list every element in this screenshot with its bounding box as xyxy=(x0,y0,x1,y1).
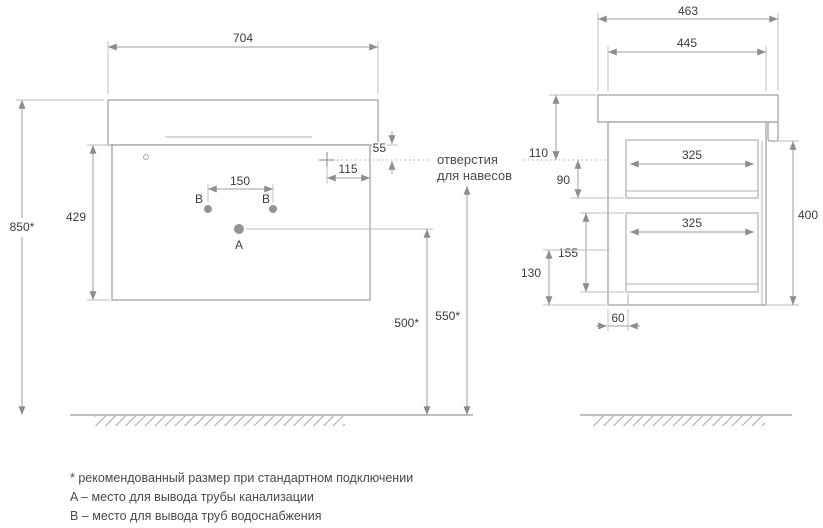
front-dim-hanger-offset-label: 115 xyxy=(338,162,357,176)
side-dim-drawer-bottom-height-label: 155 xyxy=(558,246,578,260)
front-dim-top-height-label: 55 xyxy=(373,141,387,155)
footnote-b-water: B – место для вывода труб водоснабжения xyxy=(70,509,321,523)
front-dim-top-height: 55 xyxy=(371,131,398,174)
side-dim-drawer-top-depth: 325 xyxy=(630,147,754,168)
hanger-hole-marker xyxy=(319,152,335,168)
label-a: A xyxy=(235,238,243,252)
front-view: 704 55 115 150 B xyxy=(8,30,473,416)
front-dim-width-label: 704 xyxy=(233,31,253,45)
front-dim-hanger-height-label: 550* xyxy=(435,309,460,323)
side-view: 463 445 110 90 325 325 xyxy=(519,3,820,416)
side-dim-depth-body: 445 xyxy=(607,35,767,91)
hanger-note: отверстия для навесов xyxy=(337,152,610,183)
side-dim-depth-body-label: 445 xyxy=(677,36,697,50)
side-dim-drawer-top-depth-label: 325 xyxy=(682,148,702,162)
hanger-note-line1: отверстия xyxy=(437,152,498,167)
side-dim-hanger-drop-label: 90 xyxy=(557,173,571,187)
side-drawer-bottom xyxy=(625,212,759,293)
side-dim-height-label: 400 xyxy=(798,208,818,222)
hole-a xyxy=(234,224,244,234)
side-dim-hanger-top-offset: 110 xyxy=(527,94,596,162)
side-drawer-top xyxy=(625,139,759,199)
footnotes: * рекомендованный размер при стандартном… xyxy=(70,471,413,523)
side-dim-depth-total: 463 xyxy=(597,3,779,91)
side-countertop xyxy=(597,94,779,123)
front-dim-b-spacing-label: 150 xyxy=(230,174,250,188)
side-dim-drawer-bottom-height: 155 xyxy=(556,212,624,293)
side-dim-hanger-top-offset-label: 110 xyxy=(529,146,548,160)
footnote-recommended-size: * рекомендованный размер при стандартном… xyxy=(70,471,413,485)
footnote-a-drain: A – место для вывода трубы канализации xyxy=(70,490,314,504)
hanger-note-line2: для навесов xyxy=(437,168,512,183)
front-dim-total-height: 850* xyxy=(8,99,104,415)
side-dim-depth-total-label: 463 xyxy=(678,4,698,18)
front-small-hole xyxy=(143,154,149,160)
side-dim-hanger-drop: 90 xyxy=(555,160,624,199)
side-dim-drawer-bottom-depth: 325 xyxy=(630,215,754,236)
side-dim-height: 400 xyxy=(766,140,820,306)
side-dim-base-inset: 60 xyxy=(596,309,640,331)
front-dim-drain-height-label: 500* xyxy=(394,316,419,330)
side-dim-base-inset-label: 60 xyxy=(611,311,625,325)
side-dim-bottom-offset: 130 xyxy=(519,249,610,306)
side-countertop-lip xyxy=(767,121,779,142)
hole-b-right xyxy=(269,205,277,213)
front-dim-hanger-offset: 115 xyxy=(326,161,370,184)
side-dim-bottom-offset-label: 130 xyxy=(521,266,541,280)
front-dim-body-height: 429 xyxy=(64,144,110,301)
floor-hatch-front xyxy=(95,416,345,426)
front-countertop xyxy=(107,99,379,146)
side-dim-drawer-bottom-depth-label: 325 xyxy=(682,216,702,230)
front-dim-width: 704 xyxy=(107,30,379,94)
label-b-left: B xyxy=(195,192,203,206)
front-dim-body-height-label: 429 xyxy=(66,210,86,224)
floor-hatch-side xyxy=(593,416,765,426)
hole-b-left xyxy=(204,205,212,213)
front-dim-total-height-label: 850* xyxy=(10,220,35,234)
front-cabinet-body xyxy=(111,144,371,301)
front-dim-drain-height: 500* xyxy=(246,228,433,415)
front-dim-b-spacing: 150 xyxy=(207,173,274,202)
front-dim-hanger-height: 550* xyxy=(434,186,471,415)
label-b-right: B xyxy=(262,192,270,206)
